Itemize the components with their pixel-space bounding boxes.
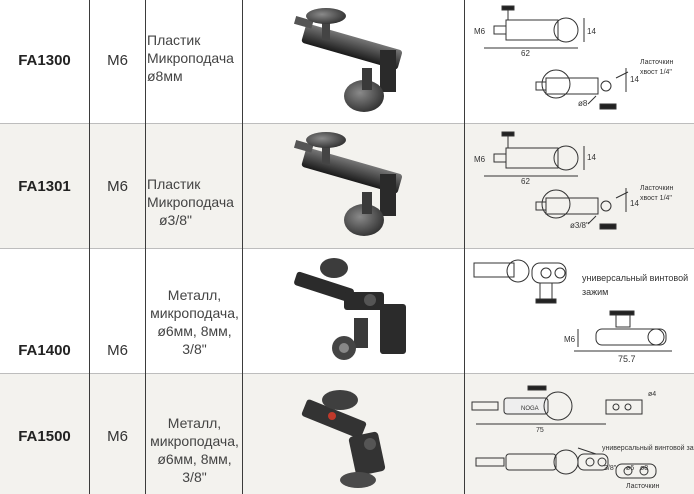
product-code: FA1301 — [18, 177, 71, 195]
drawing-label: хвост 1/4" — [640, 195, 672, 202]
product-description: Металл, микроподача, ø6мм, 8мм, 3/8" — [147, 282, 242, 362]
drawing-label: Ласточкин — [640, 59, 673, 66]
drawing-label: 62 — [521, 49, 530, 58]
drawing-label: M6 — [474, 155, 486, 164]
drawing-label: 62 — [521, 177, 530, 186]
technical-drawing: M6 14 62 14 Ласточкин хвост 1/4" ø8 — [474, 5, 673, 110]
description-line: микроподача, — [150, 305, 239, 321]
column-divider — [145, 0, 146, 494]
description-line: ø6мм, 8мм, — [157, 451, 232, 467]
drawing-label: 75.7 — [618, 354, 636, 364]
drawing-label: ø8 — [578, 99, 588, 108]
column-divider — [242, 0, 243, 494]
drawing-label: 75 — [536, 427, 544, 434]
product-photo — [293, 132, 403, 236]
thread-size: M6 — [107, 341, 128, 359]
product-description: Пластик Микроподача ø8мм — [147, 28, 242, 88]
product-code: FA1300 — [18, 51, 71, 69]
technical-drawing: ø4 NOGA 75 универсальный винтовой зажим … — [471, 385, 694, 490]
description-line: Микроподача — [147, 194, 234, 210]
technical-drawing: универсальный винтовой зажим M6 75.7 — [473, 259, 688, 364]
product-photo — [293, 8, 403, 112]
drawing-label: ø3/8" — [570, 221, 589, 230]
thread-size: M6 — [107, 177, 128, 195]
row-divider — [0, 248, 694, 249]
description-line: 3/8" — [182, 469, 207, 485]
drawing-label: хвост 1/4" — [640, 69, 672, 76]
description-line: Пластик — [147, 176, 201, 192]
technical-drawing: M6 14 62 14 Ласточкин хвост 1/4" ø3/8" — [474, 131, 673, 230]
description-line: ø3/8" — [159, 212, 192, 228]
description-line: ø8мм — [147, 68, 183, 84]
description-line: 3/8" — [182, 341, 207, 357]
product-description: Металл, микроподача, ø6мм, 8мм, 3/8" — [147, 410, 242, 490]
drawing-label: 14 — [587, 153, 596, 162]
description-line: микроподача, — [150, 433, 239, 449]
row-divider — [0, 373, 694, 374]
drawing-label: NOGA — [521, 406, 539, 412]
drawing-label: универсальный винтовой зажим — [602, 444, 694, 452]
product-photo — [301, 390, 386, 488]
description-line: Металл, — [167, 287, 222, 303]
column-divider — [464, 0, 465, 494]
product-code: FA1400 — [18, 341, 71, 359]
column-divider — [89, 0, 90, 494]
drawing-label: 14 — [630, 199, 639, 208]
drawing-label: ø4 — [648, 391, 656, 398]
drawing-label: универсальный винтовой — [582, 273, 688, 283]
product-photo — [294, 258, 406, 360]
thread-size: M6 — [107, 51, 128, 69]
product-code: FA1500 — [18, 427, 71, 445]
thread-size: M6 — [107, 427, 128, 445]
drawing-label: зажим — [582, 287, 608, 297]
description-line: Металл, — [167, 415, 222, 431]
drawing-label: ø8 — [640, 465, 648, 472]
drawing-label: M6 — [564, 335, 576, 344]
drawing-label: M6 — [474, 27, 486, 36]
drawing-label: 14 — [587, 27, 596, 36]
row-divider — [0, 123, 694, 124]
description-line: Микроподача — [147, 50, 234, 66]
drawing-label: Ласточкин — [640, 185, 673, 192]
description-line: ø6мм, 8мм, — [157, 323, 232, 339]
description-line: Пластик — [147, 32, 201, 48]
drawing-label: 14 — [630, 75, 639, 84]
drawing-label: 3/8" — [604, 465, 617, 472]
drawing-label: Ласточкин — [626, 483, 659, 490]
drawing-label: ø6 — [626, 465, 634, 472]
product-description: Пластик Микроподача ø3/8" — [147, 172, 242, 232]
